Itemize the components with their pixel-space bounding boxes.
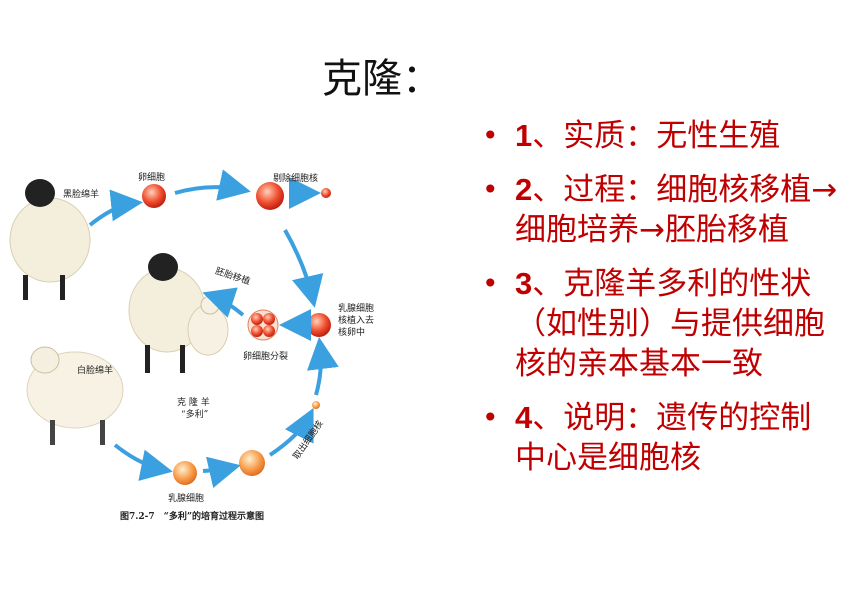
egg-cell-large bbox=[256, 182, 284, 210]
bullet-icon: • bbox=[482, 267, 499, 300]
figure-caption: 图7.2-7 “多利”的培育过程示意图 bbox=[120, 512, 265, 522]
white-face-sheep bbox=[26, 346, 124, 445]
label-remove-nucleus: 剔除细胞核 bbox=[273, 174, 319, 184]
process-arrows bbox=[88, 169, 339, 488]
point-number: 1 bbox=[515, 118, 533, 153]
bullet-icon: • bbox=[482, 119, 499, 152]
label-egg-cell: 卵细胞 bbox=[138, 173, 166, 183]
label-mammary-cell: 乳腺细胞 bbox=[168, 494, 205, 504]
diagram-graphics bbox=[9, 169, 339, 488]
dividing-egg bbox=[247, 309, 279, 341]
point-item: • 3、克隆羊多利的性状（如性别）与提供细胞核的亲本基本一致 bbox=[482, 264, 842, 384]
label-white-face-sheep: 白脸绵羊 bbox=[77, 366, 114, 376]
label-egg-division: 卵细胞分裂 bbox=[243, 352, 289, 362]
label-mammary-transfer-1: 乳腺细胞 bbox=[338, 304, 375, 314]
point-number: 3 bbox=[515, 266, 533, 301]
removed-nucleus bbox=[321, 188, 331, 198]
key-points-list: • 1、实质：无性生殖 • 2、过程：细胞核移植→细胞培养→胚胎移植 • 3、克… bbox=[482, 116, 842, 492]
black-face-sheep bbox=[9, 179, 91, 300]
point-text: 、过程：细胞核移植→细胞培养→胚胎移植 bbox=[515, 172, 838, 248]
reconstructed-egg bbox=[307, 313, 331, 337]
label-mammary-transfer-3: 核卵中 bbox=[338, 328, 366, 338]
slide-title: 克隆： bbox=[322, 56, 442, 102]
point-item: • 1、实质：无性生殖 bbox=[482, 116, 842, 156]
point-text: 、说明：遗传的控制中心是细胞核 bbox=[515, 400, 812, 476]
label-clone-sheep: 克 隆 羊 bbox=[177, 398, 210, 408]
bullet-icon: • bbox=[482, 401, 499, 434]
label-mammary-transfer-2: 核植入去 bbox=[338, 316, 375, 326]
cloning-diagram: 黑脸绵羊 卵细胞 剔除细胞核 胚胎移植 乳腺细胞 核植入去 核卵中 卵细胞分裂 … bbox=[5, 165, 385, 525]
egg-cell bbox=[142, 184, 166, 208]
point-item: • 2、过程：细胞核移植→细胞培养→胚胎移植 bbox=[482, 170, 842, 250]
dolly-sheep bbox=[128, 253, 229, 373]
label-black-face-sheep: 黑脸绵羊 bbox=[63, 190, 100, 200]
point-number: 4 bbox=[515, 400, 533, 435]
mammary-cell bbox=[173, 461, 197, 485]
label-dolly: “多利” bbox=[181, 410, 209, 420]
mammary-nucleus bbox=[312, 401, 320, 409]
point-text: 、克隆羊多利的性状（如性别）与提供细胞核的亲本基本一致 bbox=[515, 266, 825, 382]
point-item: • 4、说明：遗传的控制中心是细胞核 bbox=[482, 398, 842, 478]
mammary-cell-large bbox=[239, 450, 265, 476]
point-number: 2 bbox=[515, 172, 533, 207]
point-text: 、实质：无性生殖 bbox=[532, 118, 781, 154]
bullet-icon: • bbox=[482, 173, 499, 206]
